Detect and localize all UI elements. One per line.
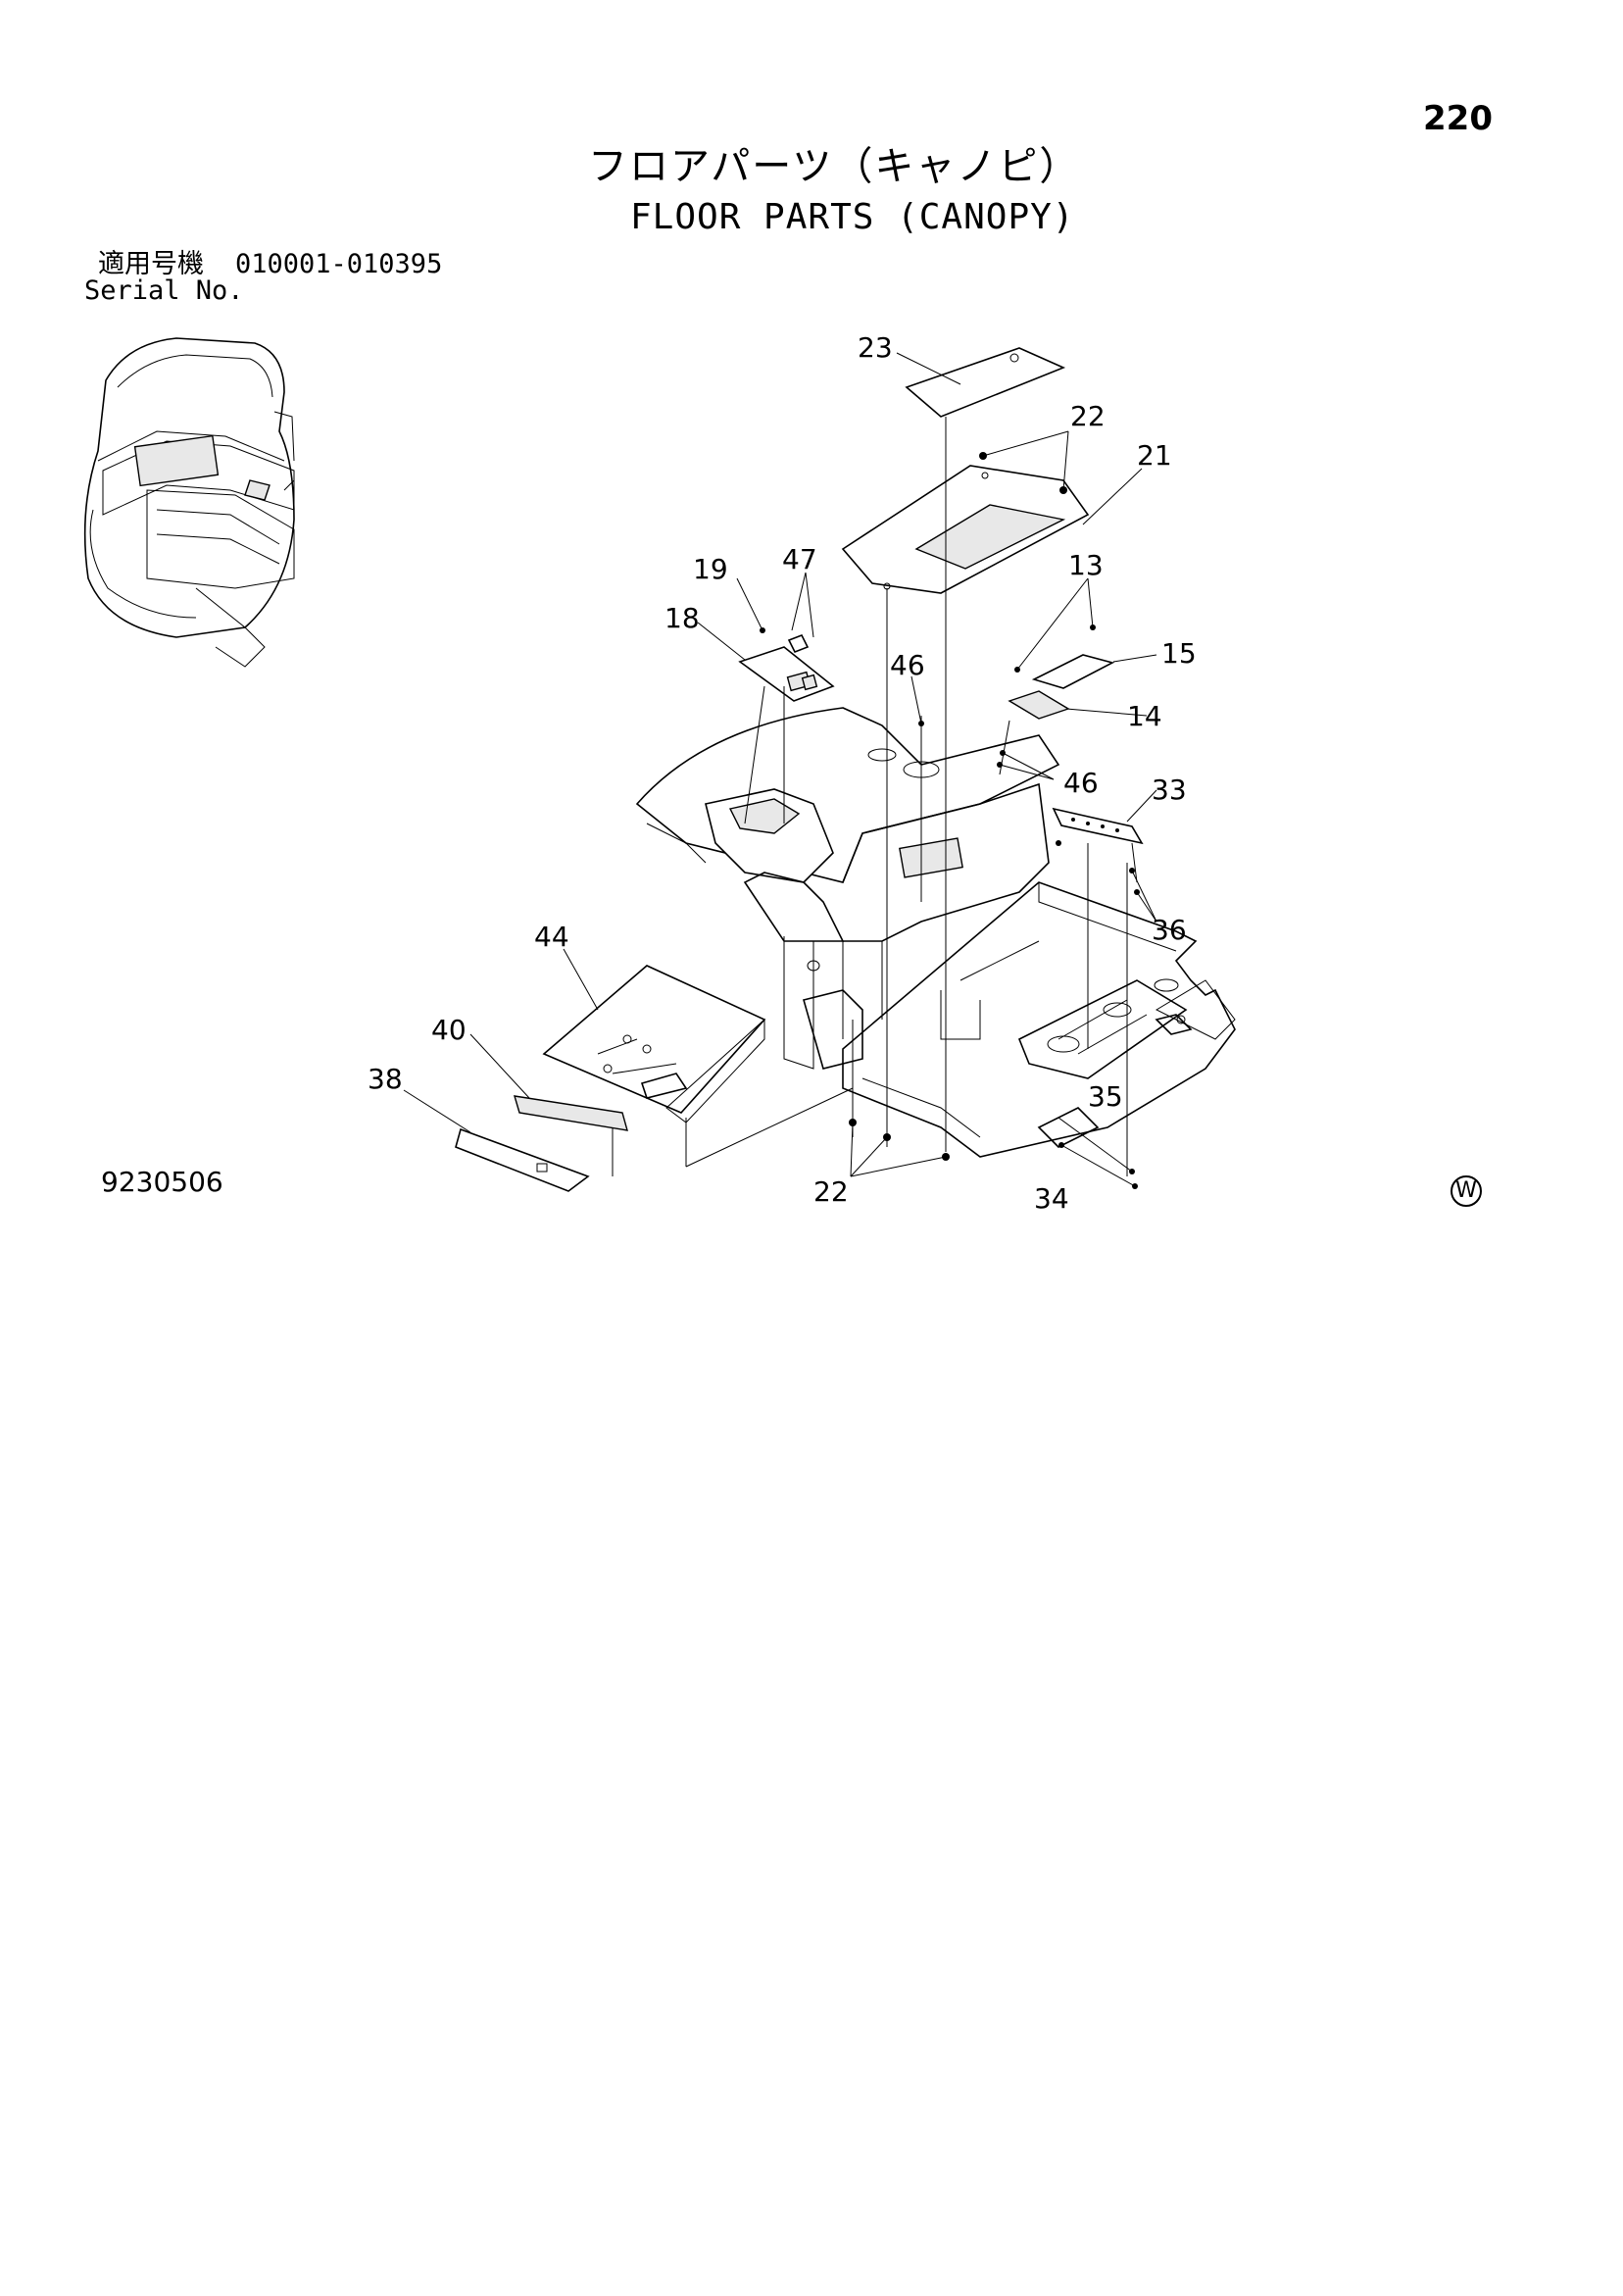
part-18-panel (738, 646, 835, 702)
callout-46-lower: 46 (1063, 767, 1099, 799)
w-circle-mark: W (1451, 1175, 1482, 1207)
callout-35: 35 (1088, 1080, 1123, 1113)
callout-21: 21 (1137, 439, 1172, 472)
callout-34: 34 (1034, 1182, 1069, 1215)
page-title-english: FLOOR PARTS (CANOPY) (630, 197, 1075, 237)
upper-console-assembly (635, 707, 1060, 1070)
callout-15: 15 (1161, 637, 1197, 670)
part-38-mat (455, 1127, 590, 1192)
part-23-cover (905, 347, 1066, 418)
callout-13: 13 (1068, 549, 1104, 581)
callout-18: 18 (664, 602, 700, 634)
callout-47: 47 (782, 543, 817, 575)
callout-22-bottom: 22 (813, 1175, 849, 1208)
serial-range: 010001-010395 (235, 249, 443, 279)
callout-40: 40 (431, 1014, 467, 1046)
callout-19: 19 (693, 553, 728, 585)
callout-44: 44 (534, 921, 569, 953)
part-33-bracket (1052, 807, 1144, 845)
callout-22-top: 22 (1070, 400, 1106, 432)
part-44-floor-plate (542, 965, 766, 1123)
callout-labels: 23 22 21 19 47 13 18 15 46 14 46 33 36 4… (368, 331, 1197, 1215)
callout-14: 14 (1127, 700, 1162, 732)
serial-label-japanese: 適用号機 (98, 249, 204, 279)
part-15-cover (1031, 654, 1115, 689)
callout-36: 36 (1152, 914, 1187, 946)
part-40-mat (514, 1095, 628, 1131)
callout-38: 38 (368, 1063, 403, 1095)
page-title-japanese: フロアパーツ（キャノピ） (588, 144, 1081, 189)
alignment-lines (612, 417, 1138, 1176)
floor-frame (842, 881, 1236, 1158)
figure-code: 9230506 (101, 1166, 223, 1198)
leader-lines (403, 352, 1157, 1187)
callout-23: 23 (858, 331, 893, 364)
page-number: 220 (1423, 99, 1493, 138)
part-21-plate (841, 465, 1090, 594)
callout-33: 33 (1152, 774, 1187, 806)
part-14-seal (1008, 690, 1070, 720)
serial-label-english: Serial No. (84, 275, 244, 306)
machine-thumbnail (83, 337, 295, 668)
callout-46-upper: 46 (890, 649, 925, 681)
part-47-sticker (787, 633, 810, 654)
